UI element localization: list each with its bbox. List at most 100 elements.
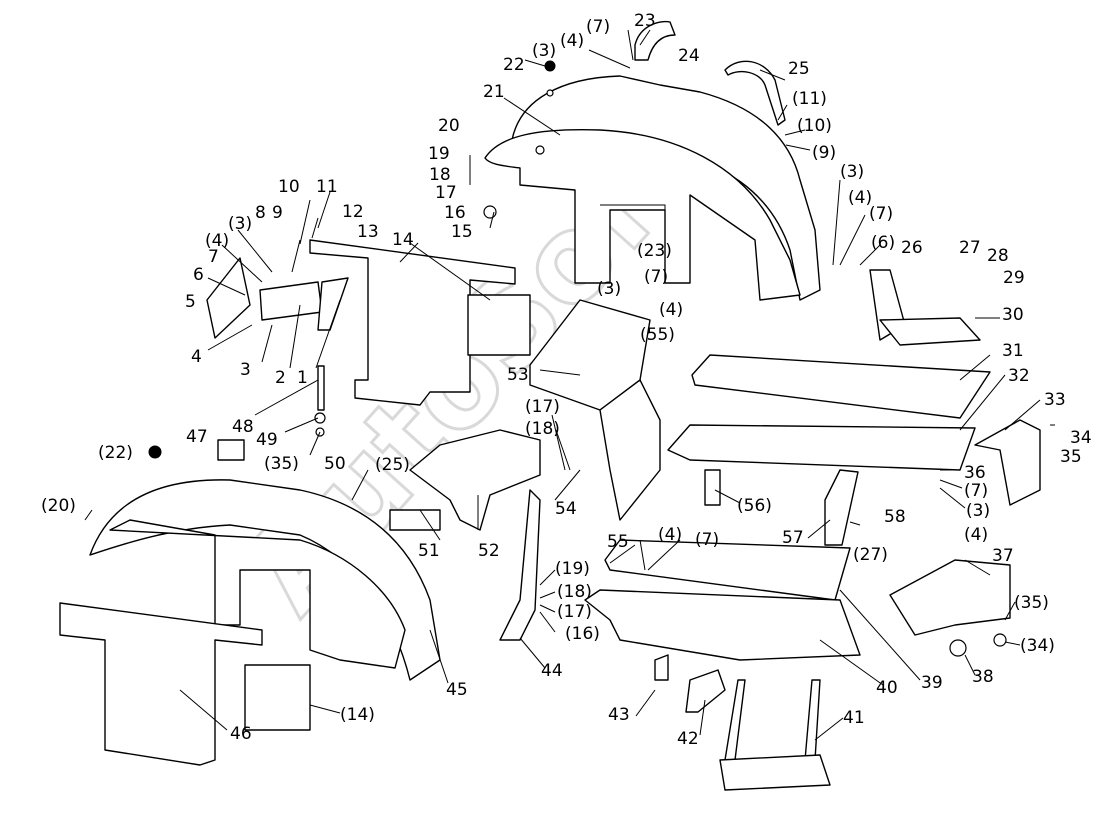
callout-22: 22 [503, 55, 525, 75]
callout-7: 7 [208, 247, 219, 267]
callout-4-top: (4) [560, 31, 584, 51]
callout-17: 17 [435, 183, 457, 203]
callout-17-low: (17) [557, 602, 592, 622]
callout-18: 18 [429, 165, 451, 185]
callout-48: 48 [232, 417, 254, 437]
callout-11: 11 [316, 177, 338, 197]
callout-47: 47 [186, 427, 208, 447]
callout-27: 27 [959, 238, 981, 258]
callout-50: 50 [324, 454, 346, 474]
callout-35-ref: (35) [264, 454, 299, 474]
callout-25-ref: (25) [375, 455, 410, 475]
callout-23: 23 [634, 11, 656, 31]
callout-30: 30 [1002, 305, 1024, 325]
callout-32: 32 [1008, 366, 1030, 386]
callout-1: 1 [297, 368, 308, 388]
callout-38: 38 [972, 667, 994, 687]
callout-54: 54 [555, 499, 577, 519]
callout-24: 24 [678, 46, 700, 66]
floor-plate-40 [584, 589, 861, 661]
callout-4-mid: (4) [659, 300, 683, 320]
callout-9-ref: (9) [812, 143, 836, 163]
callout-31: 31 [1002, 341, 1024, 361]
callout-4-b: (4) [964, 525, 988, 545]
callout-25: 25 [788, 59, 810, 79]
bracket-33 [974, 419, 1041, 506]
callout-3-right: (3) [840, 162, 864, 182]
callout-4: 4 [191, 347, 202, 367]
callout-13: 13 [357, 222, 379, 242]
callout-19: 19 [428, 144, 450, 164]
callout-8: 8 [255, 203, 266, 223]
callout-3-top: (3) [532, 41, 556, 61]
callout-49: 49 [256, 430, 278, 450]
callout-7-low: (7) [695, 530, 719, 550]
callout-37: 37 [992, 546, 1014, 566]
callout-16: 16 [444, 203, 466, 223]
callout-4-right: (4) [848, 188, 872, 208]
callout-7-right: (7) [869, 204, 893, 224]
leader-lines [84, 29, 1055, 741]
callout-55-ref: (55) [640, 325, 675, 345]
callout-22-ref: (22) [98, 443, 133, 463]
callout-57: 57 [782, 528, 804, 548]
bracket-2-5 [206, 257, 349, 339]
callout-40: 40 [876, 678, 898, 698]
callout-14-ref: (14) [340, 705, 375, 725]
callout-6-ref: (6) [871, 233, 895, 253]
callout-10: 10 [278, 177, 300, 197]
floor-mat-39 [604, 539, 851, 601]
callout-20-ref: (20) [41, 496, 76, 516]
callout-6: 6 [193, 265, 204, 285]
lower-panel-46 [59, 602, 311, 766]
callout-20: 20 [438, 116, 460, 136]
bracket-37 [889, 559, 1011, 636]
callout-7-top: (7) [586, 17, 610, 37]
callout-3-mid: (3) [597, 279, 621, 299]
callout-39: 39 [921, 673, 943, 693]
callout-3-b: (3) [966, 501, 990, 521]
callout-4-low: (4) [658, 525, 682, 545]
callout-12: 12 [342, 202, 364, 222]
callout-53: 53 [507, 365, 529, 385]
callout-11-ref: (11) [792, 89, 827, 109]
callout-labels: 1 2 3 4 5 6 7 (3) (4) 8 9 10 11 12 13 14… [41, 11, 1092, 749]
callout-43: 43 [608, 705, 630, 725]
tunnel-53 [529, 299, 661, 521]
callout-27-ref: (27) [853, 545, 888, 565]
callout-7-b: (7) [964, 481, 988, 501]
callout-21: 21 [483, 82, 505, 102]
callout-15: 15 [451, 222, 473, 242]
callout-52: 52 [478, 541, 500, 561]
callout-29: 29 [1003, 268, 1025, 288]
callout-2: 2 [275, 368, 286, 388]
callout-17-ref: (17) [525, 397, 560, 417]
bracket-52 [389, 429, 541, 531]
callout-19-ref: (19) [555, 559, 590, 579]
callout-33: 33 [1044, 390, 1066, 410]
callout-56: (56) [737, 496, 772, 516]
callout-41: 41 [843, 708, 865, 728]
callout-45: 45 [446, 680, 468, 700]
callout-14: 14 [392, 230, 414, 250]
callout-7-mid: (7) [644, 267, 668, 287]
callout-18-low: (18) [557, 582, 592, 602]
callout-10-ref: (10) [797, 116, 832, 136]
callout-34-ref: (34) [1020, 636, 1055, 656]
callout-28: 28 [987, 246, 1009, 266]
callout-26: 26 [901, 238, 923, 258]
callout-34: 34 [1070, 428, 1092, 448]
callout-4-ref: (4) [205, 231, 229, 251]
callout-35: 35 [1060, 447, 1082, 467]
callout-55: 55 [607, 532, 629, 552]
callout-23-ref: (23) [637, 241, 672, 261]
bracket-44 [499, 489, 541, 641]
callout-3: 3 [240, 360, 251, 380]
callout-3-ref: (3) [228, 214, 252, 234]
floor-plate-32 [667, 424, 976, 471]
callout-5: 5 [185, 292, 196, 312]
upper-fender [484, 75, 821, 301]
callout-51: 51 [418, 541, 440, 561]
step-30 [869, 269, 981, 346]
